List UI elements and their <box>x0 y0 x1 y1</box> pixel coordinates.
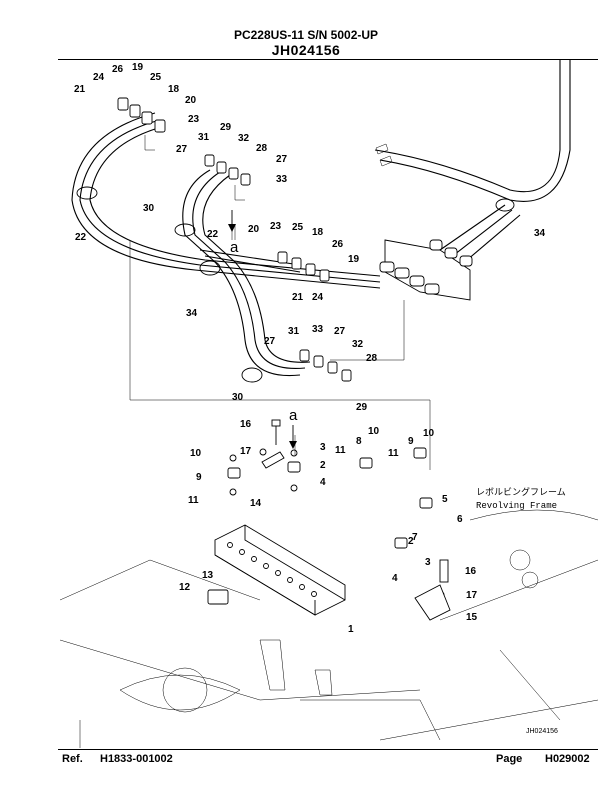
callout-28: 28 <box>366 353 378 364</box>
callout-7: 7 <box>412 532 418 543</box>
footer-rule <box>58 749 598 750</box>
callout-29: 29 <box>356 402 368 413</box>
callout-22: 22 <box>207 229 219 240</box>
callout-20: 20 <box>248 224 260 235</box>
callout-11: 11 <box>335 445 346 456</box>
callout-11: 11 <box>188 495 199 506</box>
callout-25: 25 <box>292 222 304 233</box>
callout-32: 32 <box>238 133 250 144</box>
callout-27: 27 <box>276 154 288 165</box>
callout-29: 29 <box>220 122 232 133</box>
callout-25: 25 <box>150 72 162 83</box>
callout-22: 22 <box>75 232 87 243</box>
junction-block <box>214 524 346 616</box>
revolving-frame-outline <box>59 509 598 748</box>
callout-16: 16 <box>465 566 477 577</box>
callout-23: 23 <box>270 221 282 232</box>
callout-12: 12 <box>179 582 191 593</box>
callout-32: 32 <box>352 339 364 350</box>
callout-33: 33 <box>276 174 288 185</box>
callout-30: 30 <box>232 392 244 403</box>
callout-10: 10 <box>423 428 435 439</box>
callout-33: 33 <box>312 324 324 335</box>
callout-26: 26 <box>112 64 124 75</box>
callout-19: 19 <box>348 254 360 265</box>
callout-30: 30 <box>143 203 155 214</box>
drawing-id-mark: JH024156 <box>526 728 558 735</box>
callout-28: 28 <box>256 143 268 154</box>
callout-4: 4 <box>320 477 326 488</box>
callout-13: 13 <box>202 570 214 581</box>
header-rule <box>58 59 598 60</box>
view-marker-bottom: a <box>289 407 298 424</box>
footer-page-label: Page <box>496 753 523 765</box>
callout-21: 21 <box>292 292 304 303</box>
hose-clamps <box>76 186 515 383</box>
callout-19: 19 <box>132 62 144 73</box>
callout-11: 11 <box>388 448 399 459</box>
parts-diagram: a a レボルビングフレーム Revolving <box>59 60 598 748</box>
view-arrows <box>228 210 297 449</box>
drawing-code-title: JH024156 <box>271 42 341 58</box>
callout-27: 27 <box>264 336 276 347</box>
revolving-frame-note-en: Revolving Frame <box>476 501 557 511</box>
callout-1: 1 <box>348 624 354 635</box>
callout-31: 31 <box>288 326 300 337</box>
callout-8: 8 <box>356 436 362 447</box>
callout-16: 16 <box>240 419 252 430</box>
callout-17: 17 <box>466 590 478 601</box>
callout-24: 24 <box>312 292 324 303</box>
callout-34: 34 <box>534 228 546 239</box>
callout-20: 20 <box>185 95 197 106</box>
control-valve <box>375 143 473 301</box>
hose-fittings <box>117 97 352 382</box>
callout-27: 27 <box>334 326 346 337</box>
small-fittings <box>207 419 451 621</box>
callout-3: 3 <box>425 557 431 568</box>
callout-31: 31 <box>198 132 210 143</box>
callout-23: 23 <box>188 114 200 125</box>
callout-numbers: 21 24 26 19 25 18 20 23 31 29 32 27 28 2… <box>74 62 546 635</box>
callout-26: 26 <box>332 239 344 250</box>
callout-3: 3 <box>320 442 326 453</box>
footer-ref-label: Ref. <box>62 753 83 765</box>
callout-5: 5 <box>442 494 448 505</box>
callout-21: 21 <box>74 84 86 95</box>
callout-10: 10 <box>190 448 202 459</box>
callout-10: 10 <box>368 426 380 437</box>
view-marker-top: a <box>230 239 239 256</box>
callout-18: 18 <box>312 227 324 238</box>
callout-4: 4 <box>392 573 398 584</box>
revolving-frame-note-jp: レボルビングフレーム <box>476 486 566 497</box>
callout-17: 17 <box>240 446 252 457</box>
callout-15: 15 <box>466 612 478 623</box>
callout-24: 24 <box>93 72 105 83</box>
callout-34: 34 <box>186 308 198 319</box>
footer-page-value: H029002 <box>545 753 590 765</box>
callout-2: 2 <box>408 536 414 547</box>
callout-18: 18 <box>168 84 180 95</box>
callout-9: 9 <box>408 436 414 447</box>
callout-14: 14 <box>250 498 262 509</box>
callout-2: 2 <box>320 460 326 471</box>
callout-6: 6 <box>457 514 463 525</box>
footer-ref-value: H1833-001002 <box>100 753 173 765</box>
callout-27: 27 <box>176 144 188 155</box>
callout-9: 9 <box>196 472 202 483</box>
model-title: PC228US-11 S/N 5002-UP <box>233 28 379 42</box>
